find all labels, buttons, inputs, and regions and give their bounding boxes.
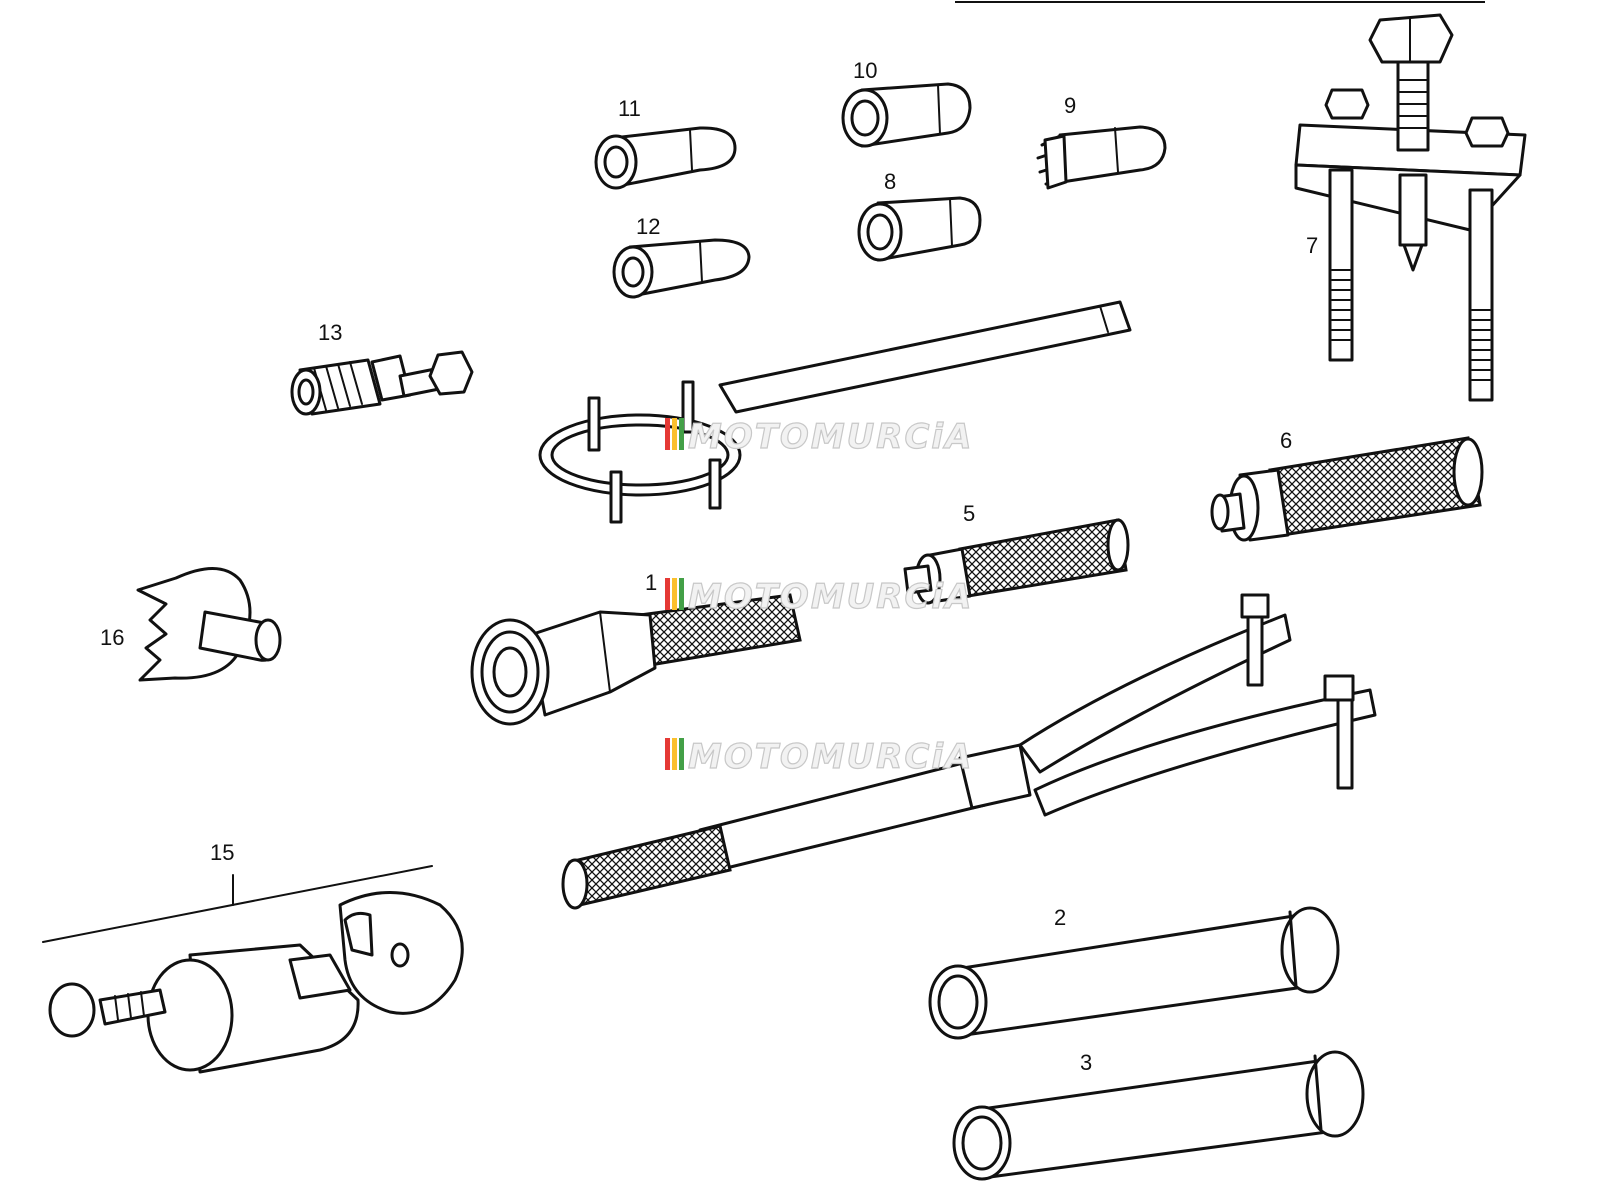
tool-8-socket-icon xyxy=(857,196,982,262)
label-13: 13 xyxy=(318,320,342,345)
tool-2-tube-drift-icon xyxy=(928,906,1340,1040)
tool-12-socket-icon xyxy=(612,238,751,299)
tool-9-claw-socket-icon xyxy=(1036,125,1167,190)
watermark-stripe-green xyxy=(679,418,684,450)
tool-3-tube-drift-icon xyxy=(952,1050,1365,1181)
label-16: 16 xyxy=(100,625,124,650)
label-12: 12 xyxy=(636,214,660,239)
watermark-stripe-yellow xyxy=(672,578,677,610)
pin-wrench-icon xyxy=(561,593,1377,910)
label-7: 7 xyxy=(1306,233,1318,258)
tool-6-drift-icon xyxy=(1210,436,1484,542)
watermark-stripe-yellow xyxy=(672,418,677,450)
tool-5-drift-icon xyxy=(903,518,1130,605)
watermark-stripe-red xyxy=(665,578,670,610)
watermark-stripe-red xyxy=(665,738,670,770)
watermark-stripe-green xyxy=(679,578,684,610)
watermark-1: MOTOMURCiA xyxy=(665,416,973,458)
tool-7-puller-icon xyxy=(1294,13,1527,402)
tool-16-bush-tool-icon xyxy=(136,567,282,682)
watermark-text: MOTOMURCiA xyxy=(688,737,973,777)
watermark-2: MOTOMURCiA xyxy=(665,576,973,618)
watermark-stripe-red xyxy=(665,418,670,450)
label-5: 5 xyxy=(963,501,975,526)
label-6: 6 xyxy=(1280,428,1292,453)
label-10: 10 xyxy=(853,58,877,83)
tool-13-adaptor-icon xyxy=(290,350,474,416)
label-2: 2 xyxy=(1054,905,1066,930)
ring-spanner-wrench-icon xyxy=(538,300,1132,524)
watermark-3: MOTOMURCiA xyxy=(665,736,973,778)
label-15: 15 xyxy=(210,840,234,865)
watermark-text: MOTOMURCiA xyxy=(688,417,973,457)
tool-1-socket-drift-icon xyxy=(470,593,802,726)
label-3: 3 xyxy=(1080,1050,1092,1075)
label-1: 1 xyxy=(645,570,657,595)
label-11: 11 xyxy=(618,96,641,121)
tool-10-socket-icon xyxy=(841,82,972,148)
watermark-text: MOTOMURCiA xyxy=(688,577,973,617)
label-8: 8 xyxy=(884,169,896,194)
tool-11-socket-icon xyxy=(594,126,737,190)
watermark-stripe-green xyxy=(679,738,684,770)
label-9: 9 xyxy=(1064,93,1076,118)
tool-15-bush-extractor-icon xyxy=(42,865,464,1074)
watermark-stripe-yellow xyxy=(672,738,677,770)
